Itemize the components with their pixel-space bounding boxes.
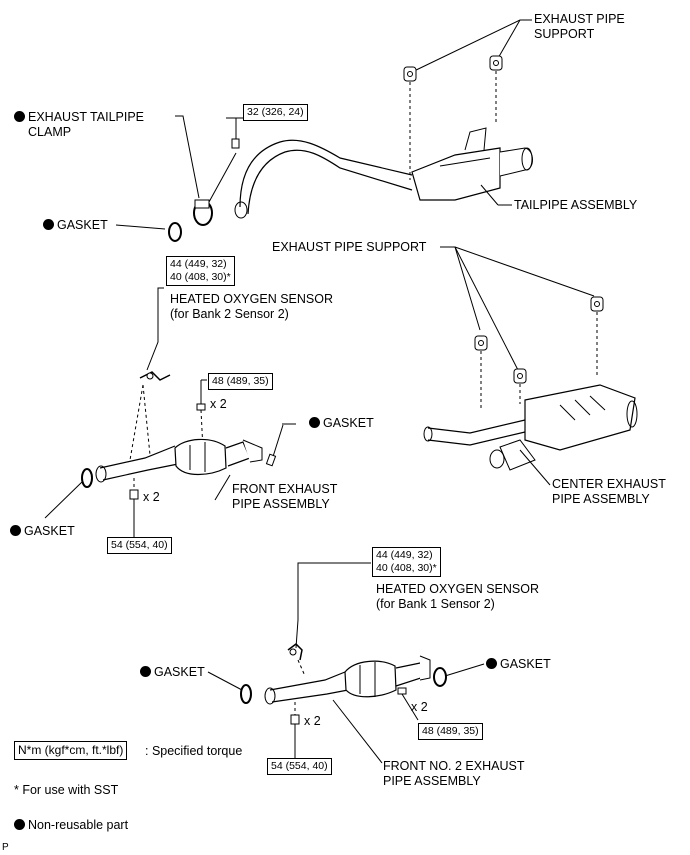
nut-no2 <box>290 714 300 725</box>
label-exhaust-tailpipe-clamp: EXHAUST TAILPIPE CLAMP <box>14 110 144 140</box>
oxygen-sensor-b2 <box>139 371 171 381</box>
label-gasket-5: GASKET <box>486 657 551 672</box>
gasket-5-part <box>433 667 447 687</box>
torque-sensor-b1: 44 (449, 32)40 (408, 30)* <box>372 547 441 577</box>
non-reusable-dot <box>10 525 21 536</box>
label-exhaust-pipe-support-mid: EXHAUST PIPE SUPPORT <box>272 240 427 254</box>
qty-no2-bolts: x 2 <box>411 700 428 714</box>
qty-no2-nuts: x 2 <box>304 714 321 728</box>
hanger-mid-2 <box>513 368 527 384</box>
legend-torque-desc: : Specified torque <box>145 744 243 758</box>
torque-front-nuts: 54 (554, 40) <box>107 537 172 554</box>
torque-sensor-b2: 44 (449, 32)40 (408, 30)* <box>166 256 235 286</box>
qty-front-nuts: x 2 <box>143 490 160 504</box>
tailpipe-clamp <box>193 199 213 226</box>
torque-clamp: 32 (326, 24) <box>243 104 308 121</box>
gasket-front-part <box>265 453 277 467</box>
tailpipe-assembly <box>234 127 533 219</box>
gasket-4-part <box>240 684 252 704</box>
torque-no2-nuts: 54 (554, 40) <box>267 758 332 775</box>
gasket-3-part <box>81 468 93 488</box>
label-gasket-2: GASKET <box>309 416 374 431</box>
non-reusable-dot <box>140 666 151 677</box>
hanger-top-1 <box>403 66 417 82</box>
label-tailpipe-assembly: TAILPIPE ASSEMBLY <box>514 198 638 212</box>
label-heated-oxygen-sensor-b1: HEATED OXYGEN SENSOR(for Bank 1 Sensor 2… <box>376 582 539 611</box>
leader-support-top <box>411 19 532 73</box>
legend-sst-note: * For use with SST <box>14 783 119 797</box>
non-reusable-dot <box>486 658 497 669</box>
non-reusable-dot <box>43 219 54 230</box>
legend-non-reusable: Non-reusable part <box>14 818 128 833</box>
non-reusable-dot <box>14 819 25 830</box>
center-exhaust-pipe <box>423 384 638 471</box>
gasket-1-part <box>168 222 182 242</box>
hanger-mid-1 <box>474 335 488 351</box>
nut-front <box>129 489 139 500</box>
label-gasket-4: GASKET <box>140 665 205 680</box>
clamp-bolt <box>231 138 240 149</box>
oxygen-sensor-b1 <box>287 643 303 661</box>
torque-front-bolts: 48 (489, 35) <box>208 373 273 390</box>
non-reusable-dot <box>14 111 25 122</box>
legend-torque-box: N*m (kgf*cm, ft.*lbf) <box>14 741 128 760</box>
bolt-no2 <box>397 687 407 695</box>
corner-mark: P <box>2 842 9 853</box>
hanger-top-2 <box>489 55 503 71</box>
torque-no2-bolts: 48 (489, 35) <box>418 723 483 740</box>
bolt-front <box>196 403 206 411</box>
front-exhaust-pipe <box>95 438 263 483</box>
qty-front-bolts: x 2 <box>210 397 227 411</box>
label-heated-oxygen-sensor-b2: HEATED OXYGEN SENSOR(for Bank 2 Sensor 2… <box>170 292 333 321</box>
front-no2-exhaust-pipe <box>264 655 431 705</box>
label-gasket-1: GASKET <box>43 218 108 233</box>
non-reusable-dot <box>309 417 320 428</box>
label-gasket-3: GASKET <box>10 524 75 539</box>
hanger-mid-3 <box>590 296 604 312</box>
